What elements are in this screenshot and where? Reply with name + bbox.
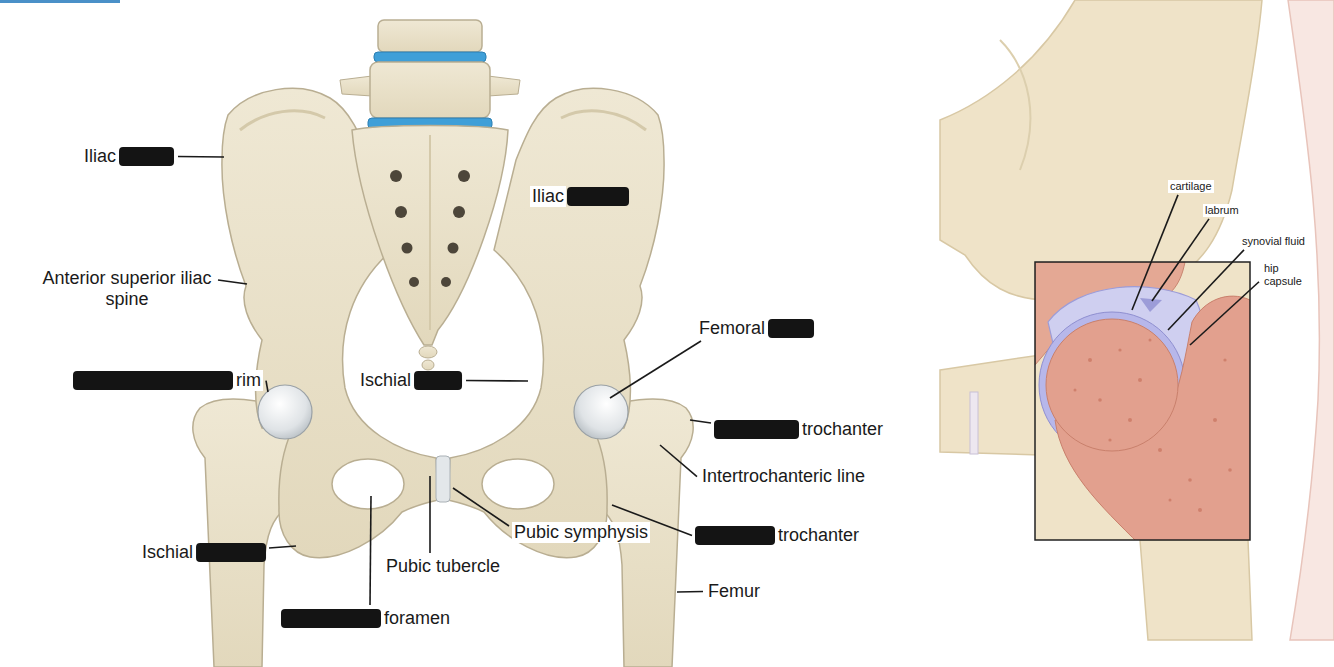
part-label: Ischial xyxy=(358,370,413,391)
part-label: Femur xyxy=(706,581,762,602)
part-label: trochanter xyxy=(776,525,861,546)
label-slot: Femoral xyxy=(697,318,767,339)
leader-line xyxy=(677,591,703,593)
leader-line xyxy=(690,420,711,423)
label-slot: Ischial xyxy=(140,542,195,563)
sacrum xyxy=(352,126,508,371)
corner-bar xyxy=(0,0,120,3)
redaction-bar xyxy=(768,319,814,338)
leader-line xyxy=(453,488,509,526)
part-label: trochanter xyxy=(800,419,885,440)
part-label: labrum xyxy=(1203,204,1241,217)
redaction-bar xyxy=(414,371,462,390)
leader-line xyxy=(1152,219,1209,301)
label-slot: hip capsule xyxy=(1262,262,1310,288)
part-label: foramen xyxy=(382,608,452,629)
label-slot: Pubic tubercle xyxy=(384,556,502,577)
part-label: Ischial xyxy=(140,542,195,563)
redaction-bar xyxy=(714,420,799,439)
redaction-bar xyxy=(567,187,629,206)
label-slot: Ischial xyxy=(358,370,413,391)
label-slot: rim xyxy=(234,370,263,391)
label-slot: labrum xyxy=(1203,204,1241,217)
leader-line xyxy=(466,380,528,382)
leader-line xyxy=(370,496,371,605)
part-label: Iliac xyxy=(530,186,566,207)
label-slot: foramen xyxy=(382,608,452,629)
leader-line xyxy=(269,546,296,548)
leader-line xyxy=(1132,195,1178,310)
part-label: Pubic tubercle xyxy=(384,556,502,577)
label-slot: Anterior superior iliac spine xyxy=(40,268,214,310)
part-label: Anterior superior iliac spine xyxy=(40,268,214,310)
label-slot: Femur xyxy=(706,581,762,602)
part-label: rim xyxy=(234,370,263,391)
part-label: Intertrochanteric line xyxy=(700,466,867,487)
label-slot: trochanter xyxy=(776,525,861,546)
label-slot: Iliac xyxy=(530,186,566,207)
leader-line xyxy=(610,341,701,398)
label-slot: Iliac xyxy=(82,146,118,167)
leader-line xyxy=(1168,250,1244,330)
leader-line xyxy=(178,156,224,158)
leader-line xyxy=(660,445,697,477)
redaction-bar xyxy=(119,147,174,166)
label-slot: trochanter xyxy=(800,419,885,440)
pubic-symphysis-disc xyxy=(436,456,450,502)
leader-line xyxy=(1190,282,1259,345)
label-slot: Pubic symphysis xyxy=(512,522,650,543)
leader-line xyxy=(266,381,268,392)
part-label: Iliac xyxy=(82,146,118,167)
leader-line xyxy=(218,280,247,284)
label-slot: cartilage xyxy=(1168,180,1214,193)
redaction-bar xyxy=(196,543,266,562)
redaction-bar xyxy=(281,609,381,628)
part-label: synovial fluid xyxy=(1240,235,1307,248)
redaction-bar xyxy=(73,371,233,390)
hip-joint-illustration xyxy=(940,0,1334,640)
part-label: Pubic symphysis xyxy=(512,522,650,543)
label-slot: Intertrochanteric line xyxy=(700,466,867,487)
redaction-bar xyxy=(695,526,775,545)
part-label: Femoral xyxy=(697,318,767,339)
lumbar-spine xyxy=(340,20,520,129)
label-slot: synovial fluid xyxy=(1240,235,1307,248)
part-label: hip capsule xyxy=(1262,262,1310,288)
part-label: cartilage xyxy=(1168,180,1214,193)
leader-line xyxy=(429,476,431,553)
